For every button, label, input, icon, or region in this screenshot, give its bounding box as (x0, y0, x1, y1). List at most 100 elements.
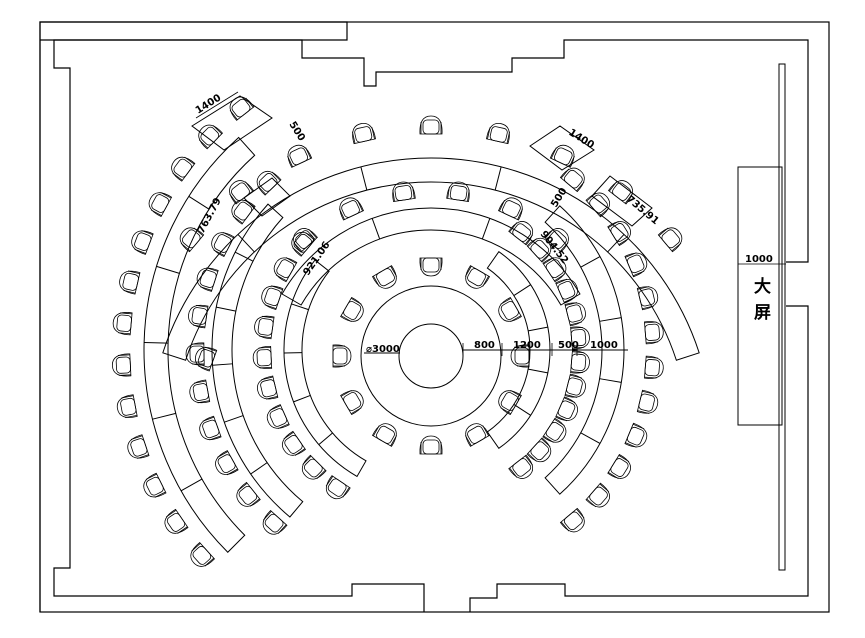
desk-left-inner-divider (291, 303, 309, 311)
desk-top-outer-divider (494, 166, 502, 191)
desk-left-inner-divider (293, 394, 311, 403)
chair (199, 415, 222, 441)
chair (190, 542, 215, 567)
dim-line (195, 91, 239, 119)
desk-left-outer-divider (156, 265, 180, 274)
chair (148, 191, 173, 218)
chair (544, 228, 569, 253)
desk-box-top-left (191, 95, 273, 151)
dim-763-79: 763.79 (196, 196, 224, 235)
chair (143, 472, 167, 498)
chair (464, 265, 491, 289)
chair (131, 230, 154, 255)
desk-right-outer-divider (580, 432, 601, 444)
desk-left-inner (283, 259, 367, 478)
desk-top-inner-divider (371, 218, 381, 240)
chair (215, 450, 239, 476)
chair (229, 180, 254, 205)
desk-top-outer-divider (360, 166, 368, 191)
desk-left-outer-divider (188, 195, 210, 210)
screen-panel (778, 63, 786, 571)
chair (419, 115, 443, 135)
desk-box-right-upper (591, 175, 653, 227)
chair (570, 326, 590, 350)
dim-735-91: 735.91 (624, 194, 661, 227)
chair (231, 199, 256, 225)
chair (564, 373, 586, 398)
screen-label-2: 屏 (754, 303, 771, 323)
chair (252, 346, 273, 370)
desk-right-outer-divider (580, 256, 601, 268)
chair (338, 197, 364, 221)
round-table: ⌀3000 800 1200 500 1000 (360, 285, 628, 427)
chair (446, 181, 470, 203)
desk-top-outer-divider (607, 234, 625, 253)
chair (498, 197, 524, 221)
corner-desks (191, 95, 653, 227)
dim-screen-1000: 1000 (745, 254, 773, 265)
table-inner-circle (398, 323, 464, 389)
chair (127, 434, 150, 459)
desk-top-outer-divider (237, 234, 255, 253)
chair (236, 481, 261, 507)
chair (116, 394, 138, 418)
chair (526, 437, 552, 463)
chair (371, 423, 398, 447)
chair (508, 221, 534, 246)
chair (486, 122, 510, 145)
chair (185, 342, 205, 366)
chair (498, 296, 522, 323)
chair (281, 430, 307, 456)
desk-right-outer (544, 205, 625, 495)
desk-left-middle (211, 203, 304, 518)
chair (608, 180, 633, 205)
chair (211, 231, 235, 257)
desk-left-outer-divider (152, 412, 176, 420)
chair (194, 346, 218, 372)
chair (555, 396, 579, 422)
chair (273, 257, 298, 283)
dim-1000-mid: 1000 (590, 340, 618, 351)
outer-boundary (39, 21, 830, 613)
chair (340, 296, 364, 323)
chair (198, 124, 224, 150)
chair (119, 270, 141, 295)
chair (352, 122, 376, 145)
desk-left-middle-divider (216, 306, 236, 312)
desk-rows (143, 136, 700, 553)
room-walls (39, 21, 830, 613)
chair (196, 267, 219, 292)
dim-500-right: 500 (549, 186, 569, 210)
desk-right-outer-divider (599, 317, 622, 322)
chair (559, 507, 585, 533)
dim-500-mid: 500 (558, 340, 579, 351)
desk-left-outer-divider (180, 478, 203, 492)
screen-wall-box (737, 166, 783, 426)
chair (498, 389, 522, 416)
chair (636, 389, 659, 414)
chair (624, 252, 648, 278)
dim-1200: 1200 (513, 340, 541, 351)
chair (508, 454, 534, 479)
chair (607, 220, 632, 246)
desk-left-middle-divider (234, 251, 254, 262)
chair (340, 389, 364, 416)
chair (464, 423, 491, 447)
desk-left-middle-divider (212, 363, 233, 366)
chair (657, 227, 683, 253)
chair (419, 257, 443, 277)
chair (549, 144, 575, 168)
desk-box-left-upper (243, 177, 291, 217)
chair (188, 304, 209, 329)
dim-800: 800 (474, 340, 495, 351)
desk-right-outer-divider (599, 378, 622, 383)
desk-left-inner-divider (318, 432, 333, 446)
desk-left-middle-divider (250, 462, 268, 475)
dim-phi-3000: ⌀3000 (366, 344, 400, 355)
table-outer-circle (360, 285, 502, 427)
chair (542, 417, 567, 443)
desk-box-top-right (529, 125, 595, 171)
chair (542, 257, 567, 283)
chair (164, 508, 189, 534)
desk-right-inner-divider (513, 404, 531, 416)
